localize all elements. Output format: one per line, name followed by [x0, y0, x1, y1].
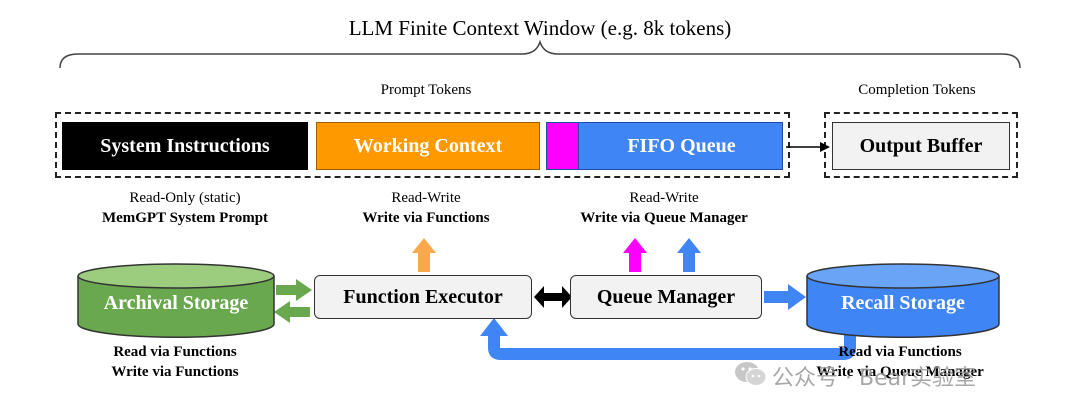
queue-to-recall-arrow	[764, 284, 806, 310]
fifo-head-marker	[547, 123, 579, 169]
function-executor-label: Function Executor	[343, 285, 503, 308]
recall-caption: Read via Functions Write via Queue Manag…	[790, 342, 1010, 382]
prompt-tokens-container	[55, 112, 790, 178]
system-instructions-label: System Instructions	[100, 134, 270, 157]
function-executor-to-working-arrow	[412, 238, 436, 272]
recall-storage-label: Recall Storage	[841, 292, 965, 314]
executor-queue-double-arrow	[534, 286, 572, 308]
output-buffer-label: Output Buffer	[859, 134, 983, 157]
function-executor-box: Function Executor	[314, 275, 532, 319]
working-caption-line1: Read-Write	[391, 190, 461, 206]
recall-caption-line2: Write via Queue Manager	[816, 364, 984, 380]
queue-manager-label: Queue Manager	[596, 285, 736, 308]
executor-to-archival-arrow	[274, 301, 310, 323]
archival-to-executor-arrow	[276, 279, 312, 301]
wechat-icon	[735, 362, 767, 386]
fifo-queue-block: FIFO Queue	[546, 122, 783, 170]
recall-to-executor-loop-arrow	[480, 318, 856, 360]
completion-tokens-label: Completion Tokens	[858, 82, 976, 98]
fifo-caption-line1: Read-Write	[629, 190, 699, 206]
output-buffer-block: Output Buffer	[832, 122, 1010, 170]
fifo-caption: Read-Write Write via Queue Manager	[536, 188, 792, 228]
context-window-brace	[59, 40, 1021, 69]
prompt-tokens-label: Prompt Tokens	[380, 82, 472, 98]
recall-caption-line1: Read via Functions	[838, 344, 962, 360]
system-caption: Read-Only (static) MemGPT System Prompt	[60, 188, 310, 228]
diagram-title: LLM Finite Context Window (e.g. 8k token…	[348, 16, 732, 40]
system-caption-line2: MemGPT System Prompt	[101, 210, 269, 226]
working-caption-line2: Write via Functions	[362, 210, 490, 226]
queue-manager-to-fifo-head-arrow	[623, 238, 647, 272]
working-caption: Read-Write Write via Functions	[300, 188, 552, 228]
fifo-caption-line2: Write via Queue Manager	[580, 210, 748, 226]
archival-caption: Read via Functions Write via Functions	[60, 342, 290, 382]
recall-storage-cylinder	[806, 263, 1000, 339]
archival-caption-line2: Write via Functions	[111, 364, 239, 380]
working-context-block: Working Context	[316, 122, 540, 170]
archival-caption-line1: Read via Functions	[113, 344, 237, 360]
working-context-label: Working Context	[353, 134, 503, 157]
queue-manager-box: Queue Manager	[570, 275, 762, 319]
queue-manager-to-fifo-arrow	[677, 238, 701, 272]
system-instructions-block: System Instructions	[62, 122, 308, 170]
system-caption-line1: Read-Only (static)	[129, 190, 241, 206]
archival-storage-cylinder	[77, 263, 275, 339]
watermark-text: 公众号 · Bear实验室	[772, 366, 977, 391]
archival-storage-label: Archival Storage	[103, 292, 249, 314]
fifo-queue-label: FIFO Queue	[627, 134, 736, 157]
fifo-to-output-arrow	[786, 142, 830, 152]
